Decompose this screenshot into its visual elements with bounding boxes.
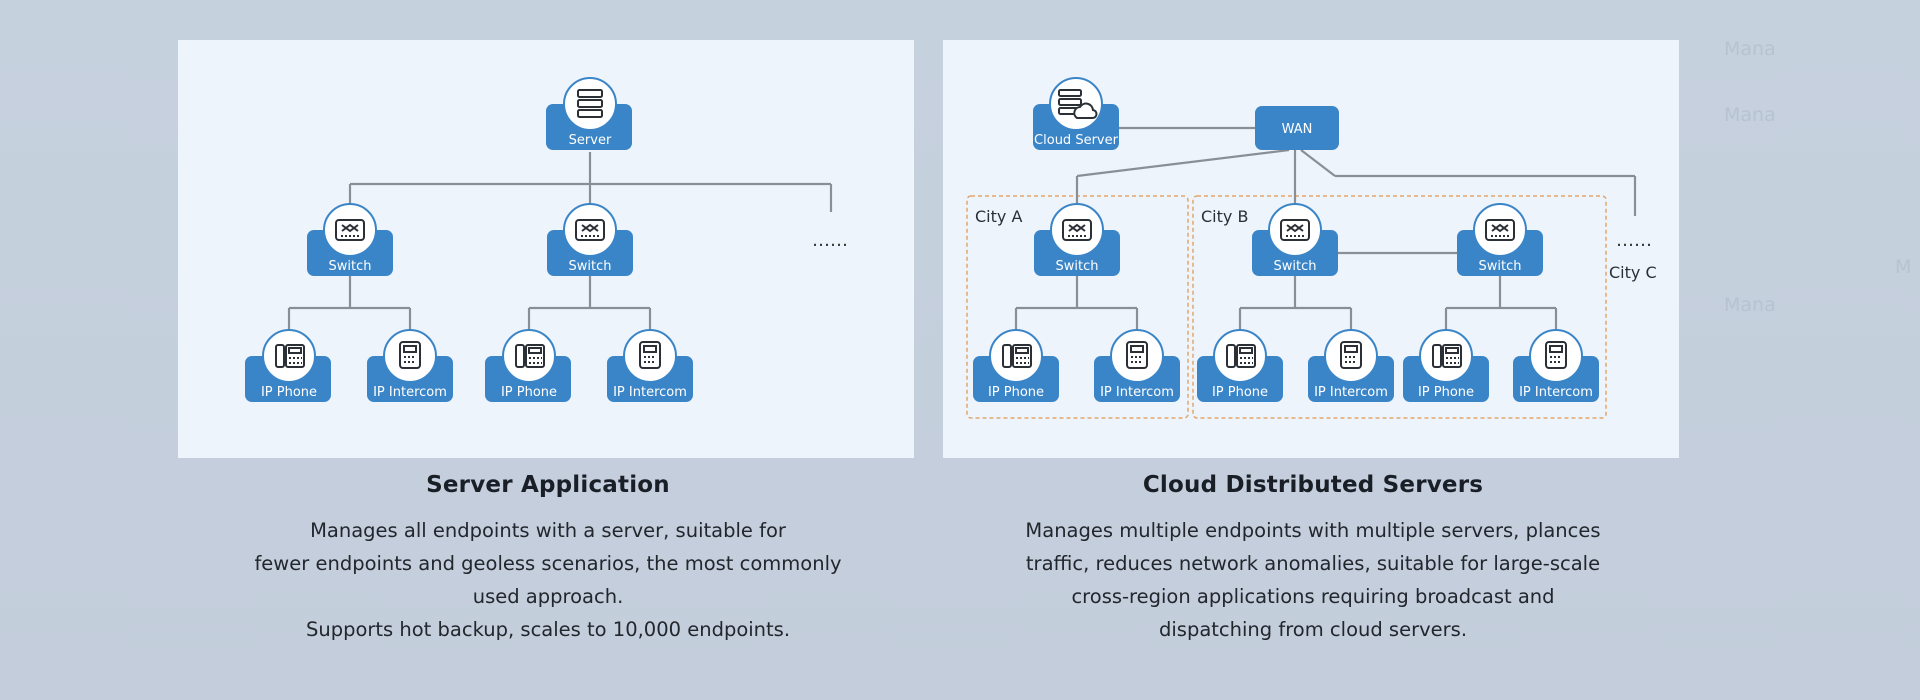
ip-intercom-icon [1340, 341, 1362, 369]
node-label: Switch [1274, 259, 1317, 274]
description-line: traffic, reduces network anomalies, suit… [1025, 552, 1601, 575]
description-line: dispatching from cloud servers. [1158, 618, 1468, 641]
node-label: IP Phone [501, 385, 557, 400]
cloud-topology-svg: City A City B City C …… Cloud Server WAN [966, 77, 1657, 419]
section-title: Cloud Distributed Servers [1142, 472, 1484, 498]
ip-phone-node: IP Phone [485, 329, 571, 402]
switch-node: Switch [1252, 203, 1338, 276]
city-a-label: City A [975, 207, 1022, 226]
city-c-label: City C [1609, 263, 1657, 282]
cloud-distributed-caption: Cloud Distributed Servers Manages multip… [943, 472, 1683, 646]
ip-intercom-icon [1545, 341, 1567, 369]
faded-background-text: M [1895, 256, 1912, 278]
switch-node: Switch [307, 203, 393, 276]
description-line: cross-region applications requiring broa… [1071, 585, 1555, 608]
connection-lines [1014, 126, 1637, 332]
ip-phone-icon [1432, 344, 1462, 368]
node-label: IP Phone [1418, 385, 1474, 400]
switch-icon [1485, 219, 1515, 241]
node-label: IP Intercom [1519, 385, 1593, 400]
server-node: Server [546, 77, 632, 150]
ip-phone-icon [275, 344, 305, 368]
switch-node: Switch [1034, 203, 1120, 276]
ellipsis: …… [812, 230, 848, 251]
faded-background-text: Mana [1724, 294, 1776, 316]
faded-background-text: Mana [1724, 104, 1776, 126]
cloud-distributed-diagram: City A City B City C …… Cloud Server WAN [943, 40, 1679, 458]
node-label: IP Phone [261, 385, 317, 400]
node-label: IP Intercom [1314, 385, 1388, 400]
ip-phone-icon [515, 344, 545, 368]
description-line: Supports hot backup, scales to 10,000 en… [305, 618, 791, 641]
switch-icon [1062, 219, 1092, 241]
switch-icon [1280, 219, 1310, 241]
ip-phone-icon [1002, 344, 1032, 368]
city-b-label: City B [1201, 207, 1248, 226]
server-topology-svg: …… Server Switch [245, 77, 848, 402]
node-label: Switch [1056, 259, 1099, 274]
ip-intercom-node: IP Intercom [607, 329, 693, 402]
ellipsis: …… [1616, 230, 1652, 251]
ip-intercom-node: IP Intercom [1513, 329, 1599, 402]
city-b-region [1192, 195, 1607, 419]
description-line: used approach. [472, 585, 624, 608]
ip-intercom-icon [1126, 341, 1148, 369]
node-label: Cloud Server [1034, 133, 1119, 148]
node-label: Switch [1479, 259, 1522, 274]
ip-phone-icon [1226, 344, 1256, 368]
ip-intercom-node: IP Intercom [1094, 329, 1180, 402]
ip-intercom-icon [639, 341, 661, 369]
server-rack-icon [577, 89, 603, 118]
description-line: fewer endpoints and geoless scenarios, t… [254, 552, 842, 575]
node-label: IP Phone [988, 385, 1044, 400]
node-label: IP Intercom [373, 385, 447, 400]
switch-icon [335, 219, 365, 241]
node-label: Switch [569, 259, 612, 274]
switch-icon [575, 219, 605, 241]
switch-node: Switch [547, 203, 633, 276]
cloud-server-node: Cloud Server [1033, 77, 1119, 150]
ip-intercom-node: IP Intercom [367, 329, 453, 402]
description-line: Manages all endpoints with a server, sui… [310, 519, 786, 542]
switch-node: Switch [1457, 203, 1543, 276]
ip-intercom-icon [399, 341, 421, 369]
connection-lines [287, 152, 833, 332]
node-label: Switch [329, 259, 372, 274]
cloud-server-icon [1058, 89, 1098, 119]
node-label: IP Intercom [1100, 385, 1174, 400]
ip-phone-node: IP Phone [1197, 329, 1283, 402]
node-label: IP Phone [1212, 385, 1268, 400]
ip-phone-node: IP Phone [1403, 329, 1489, 402]
description-line: Manages multiple endpoints with multiple… [1025, 519, 1601, 542]
server-application-caption: Server Application Manages all endpoints… [178, 472, 918, 646]
ip-intercom-node: IP Intercom [1308, 329, 1394, 402]
node-label: IP Intercom [613, 385, 687, 400]
node-label: WAN [1282, 122, 1313, 137]
ip-phone-node: IP Phone [973, 329, 1059, 402]
server-application-diagram: …… Server Switch [178, 40, 914, 458]
node-label: Server [569, 133, 612, 148]
ip-phone-node: IP Phone [245, 329, 331, 402]
wan-node: WAN [1255, 106, 1339, 150]
faded-background-text: Mana [1724, 38, 1776, 60]
section-title: Server Application [426, 472, 670, 498]
